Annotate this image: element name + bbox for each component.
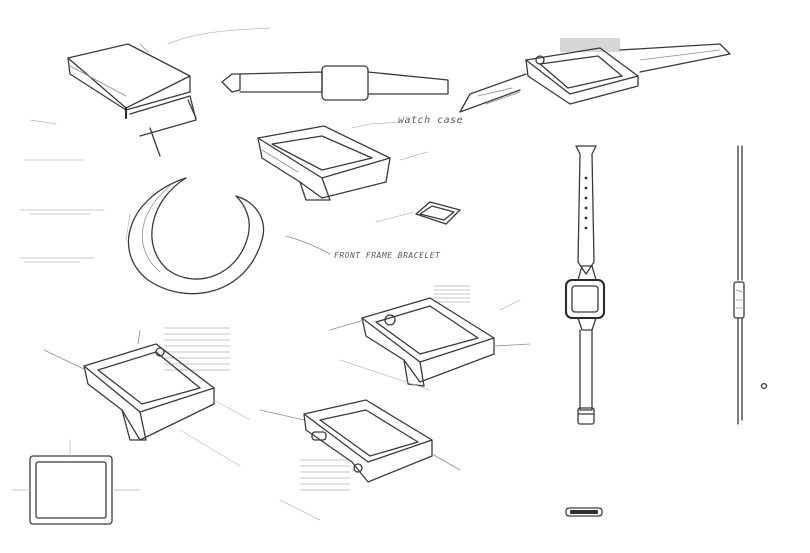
case-perspective-lower-left-sketch bbox=[43, 327, 251, 467]
bracelet-arc-sketch bbox=[125, 177, 265, 295]
watch-case-frame-sketch bbox=[257, 121, 429, 201]
watch-strap-front-elevation bbox=[564, 145, 606, 425]
case-perspective-bottom-sketch bbox=[259, 399, 461, 521]
watch-case-annotation: watch case bbox=[398, 115, 464, 126]
case-perspective-mid-sketch bbox=[329, 285, 531, 391]
bracelet-arrow bbox=[285, 235, 331, 255]
small-case-thumbnail bbox=[375, 201, 461, 225]
watch-on-strap-perspective-sketch bbox=[459, 38, 731, 113]
watch-case-top-view-sketch bbox=[29, 27, 271, 157]
watch-strap-side-sketch bbox=[221, 65, 449, 101]
case-front-view-sketch bbox=[11, 439, 141, 525]
clasp-detail bbox=[565, 507, 603, 517]
front-frame-bracelet-annotation: FRONT FRAME BRACELET bbox=[334, 251, 441, 260]
left-faint-notes bbox=[19, 159, 105, 263]
watch-strap-side-elevation bbox=[733, 145, 768, 425]
